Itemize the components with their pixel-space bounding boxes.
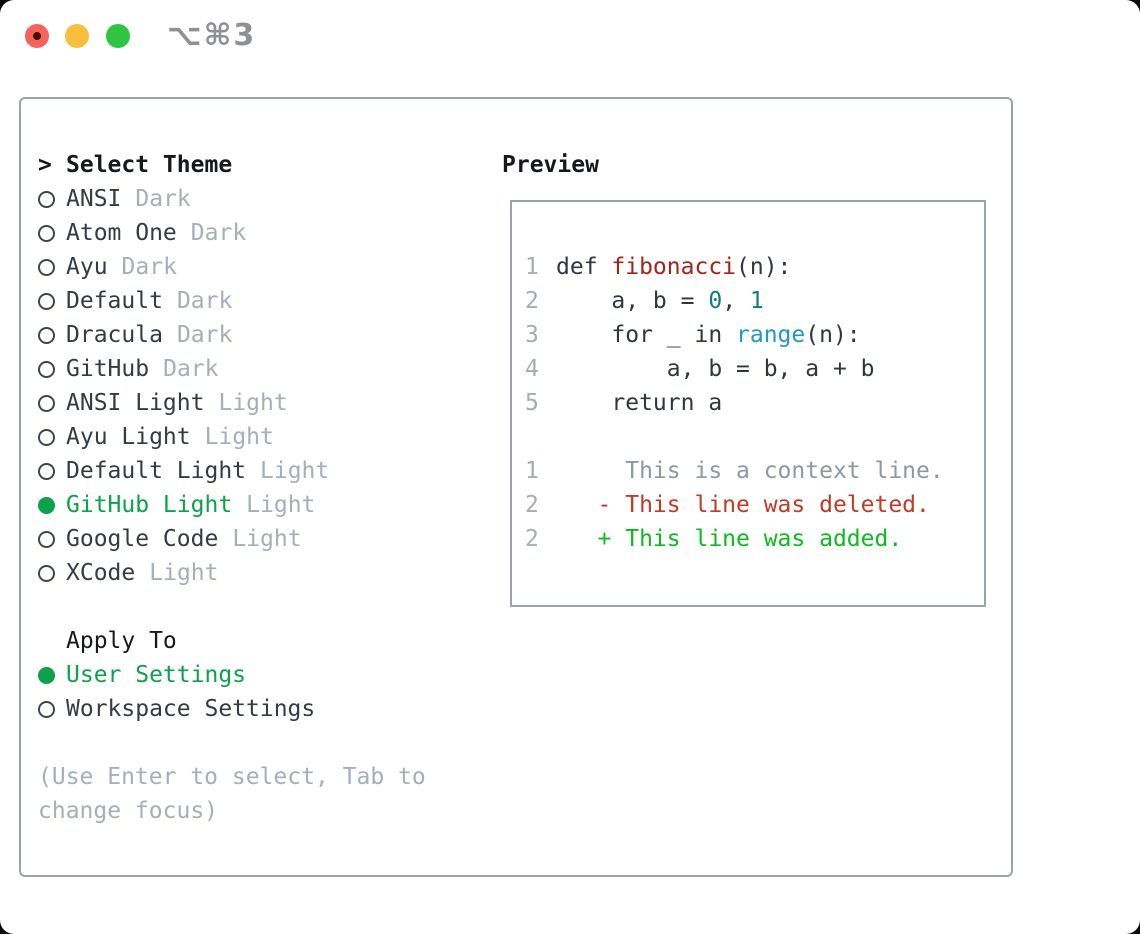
theme-option-xcode-light[interactable]: XCode Light [38, 556, 488, 590]
theme-variant: Dark [163, 356, 219, 382]
theme-option-google-code-light[interactable]: Google Code Light [38, 522, 488, 556]
select-theme-title: Select Theme [66, 152, 233, 178]
radio-icon [38, 250, 66, 284]
line-number: 4 [525, 356, 539, 382]
code-line: 3 for _ in range(n): [525, 322, 861, 348]
code-line-blank [525, 420, 984, 454]
radio-selected-icon [38, 488, 66, 522]
line-number: 2 [525, 288, 539, 314]
theme-variant: Light [260, 458, 330, 484]
line-number: 2 [525, 492, 539, 518]
diff-added-line: 2 + This line was added. [525, 526, 903, 552]
theme-name: Atom One [66, 220, 177, 246]
theme-name: ANSI [66, 186, 122, 212]
radio-icon [38, 522, 66, 556]
line-number: 2 [525, 526, 539, 552]
radio-icon [38, 182, 66, 216]
line-number: 3 [525, 322, 539, 348]
theme-list-header: > Select Theme [38, 148, 488, 182]
line-number: 1 [525, 254, 539, 280]
theme-name: Google Code [66, 526, 219, 552]
code-line: 5 return a [525, 390, 723, 416]
theme-name: XCode [66, 560, 136, 586]
theme-name: Default [66, 288, 163, 314]
theme-variant: Light [149, 560, 219, 586]
help-text-line1: (Use Enter to select, Tab to [38, 764, 426, 790]
theme-name: Default Light [66, 458, 247, 484]
theme-option-ayu-light[interactable]: Ayu Light Light [38, 420, 488, 454]
theme-variant: Dark [176, 322, 233, 348]
theme-option-default-light[interactable]: Default Light Light [38, 454, 488, 488]
theme-option-atom-one-dark[interactable]: Atom One Dark [38, 216, 488, 250]
radio-icon [38, 352, 66, 386]
theme-variant: Light [232, 526, 302, 552]
zoom-button[interactable] [106, 24, 130, 48]
radio-icon [38, 386, 66, 420]
selection-caret-icon: > [38, 152, 52, 178]
theme-option-default-dark[interactable]: Default Dark [38, 284, 488, 318]
radio-icon [38, 216, 66, 250]
theme-variant: Dark [176, 288, 233, 314]
theme-option-dracula-dark[interactable]: Dracula Dark [38, 318, 488, 352]
apply-option-workspace-settings[interactable]: Workspace Settings [38, 692, 488, 726]
radio-icon [38, 284, 66, 318]
theme-option-ansi-dark[interactable]: ANSI Dark [38, 182, 488, 216]
theme-name: Dracula [66, 322, 163, 348]
theme-name: ANSI Light [66, 390, 205, 416]
line-number: 1 [525, 458, 539, 484]
theme-variant: Dark [121, 254, 177, 280]
radio-icon [38, 556, 66, 590]
radio-icon [38, 454, 66, 488]
close-button[interactable] [25, 24, 49, 48]
code-line: 2 a, b = 0, 1 [525, 288, 764, 314]
radio-icon [38, 318, 66, 352]
window-title-shortcut: ⌥⌘3 [167, 18, 257, 53]
theme-list: > Select Theme ANSI Dark Atom One Dark A… [38, 148, 488, 828]
diff-context-line: 1 This is a context line. [525, 458, 944, 484]
theme-name: GitHub Light [66, 492, 233, 518]
theme-name: Ayu [66, 254, 108, 280]
diff-deleted-line: 2 - This line was deleted. [525, 492, 930, 518]
help-text-line2: change focus) [38, 798, 219, 824]
theme-variant: Light [218, 390, 288, 416]
apply-option-label: Workspace Settings [66, 696, 316, 722]
theme-name: Ayu Light [66, 424, 191, 450]
preview-title: Preview [502, 152, 599, 178]
radio-icon [38, 420, 66, 454]
apply-to-title: Apply To [66, 628, 177, 654]
theme-variant: Dark [190, 220, 247, 246]
apply-option-label: User Settings [66, 662, 247, 688]
radio-selected-icon [38, 658, 66, 692]
theme-variant: Light [246, 492, 316, 518]
minimize-button[interactable] [65, 24, 89, 48]
theme-option-github-dark[interactable]: GitHub Dark [38, 352, 488, 386]
radio-icon [38, 692, 66, 726]
theme-name: GitHub [66, 356, 150, 382]
theme-option-github-light[interactable]: GitHub Light Light [38, 488, 488, 522]
line-number: 5 [525, 390, 539, 416]
code-line: 4 a, b = b, a + b [525, 356, 875, 382]
theme-option-ansi-light[interactable]: ANSI Light Light [38, 386, 488, 420]
theme-variant: Dark [135, 186, 191, 212]
apply-to-header: Apply To [38, 624, 488, 658]
theme-variant: Light [204, 424, 274, 450]
apply-option-user-settings[interactable]: User Settings [38, 658, 488, 692]
theme-option-ayu-dark[interactable]: Ayu Dark [38, 250, 488, 284]
